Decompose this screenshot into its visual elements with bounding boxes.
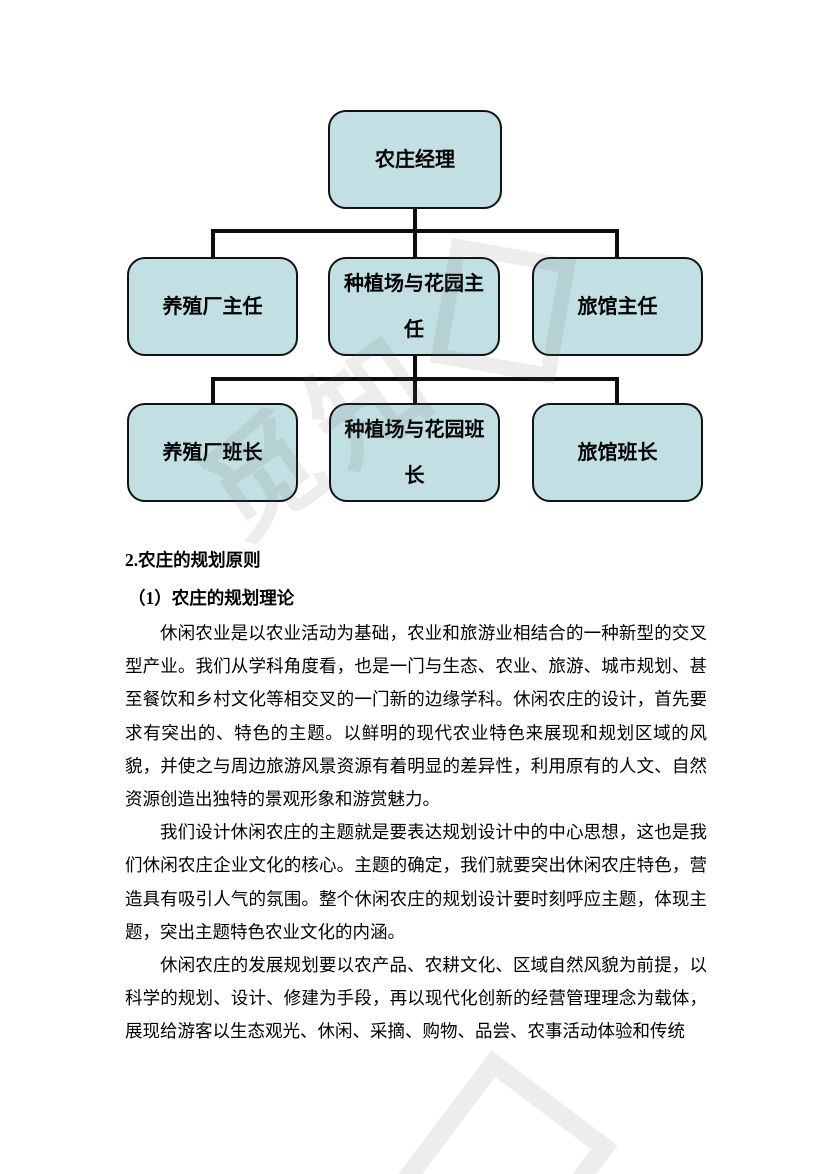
subsection-heading: （1）农庄的规划理论 bbox=[128, 588, 295, 608]
connector-level2-drop-middle bbox=[413, 233, 417, 257]
org-node-plantation-foreman[interactable]: 种植场与花园班长 bbox=[329, 403, 500, 502]
org-node-plantation-director[interactable]: 种植场与花园主任 bbox=[328, 257, 500, 356]
connector-level2-drop-right bbox=[615, 229, 619, 257]
watermark-bottom bbox=[396, 1050, 618, 1174]
paragraph-planning-theory-2: 我们设计休闲农庄的主题就是要表达规划设计中的中心思想，这也是我们休闲农庄企业文化… bbox=[125, 822, 707, 942]
connector-level2-drop-left bbox=[211, 229, 215, 257]
org-node-breeding-foreman[interactable]: 养殖厂班长 bbox=[127, 403, 298, 502]
connector-level3-drop-middle bbox=[413, 381, 417, 403]
paragraph-planning-theory-3: 休闲农庄的发展规划要以农产品、农耕文化、区域自然风貌为前提，以科学的规划、设计、… bbox=[125, 955, 707, 1042]
connector-level3-drop-right bbox=[615, 377, 619, 403]
org-node-hotel-foreman[interactable]: 旅馆班长 bbox=[532, 403, 703, 502]
document-body: 2.农庄的规划原则 （1）农庄的规划理论 休闲农业是以农业活动为基础，农业和旅游… bbox=[125, 541, 707, 1049]
connector-root-stem bbox=[413, 209, 417, 233]
org-node-farm-manager[interactable]: 农庄经理 bbox=[328, 110, 502, 209]
connector-middle-stem bbox=[413, 356, 417, 379]
org-node-breeding-director[interactable]: 养殖厂主任 bbox=[127, 257, 298, 356]
watermark-logo-diamond-icon bbox=[396, 1050, 618, 1174]
paragraph-planning-theory-1: 休闲农业是以农业活动为基础，农业和旅游业相结合的一种新型的交叉型产业。我们从学科… bbox=[125, 623, 707, 810]
connector-level3-drop-left bbox=[211, 377, 215, 403]
org-chart: 农庄经理 养殖厂主任 种植场与花园主任 旅馆主任 养殖厂班长 种植场与花园班长 … bbox=[0, 0, 830, 540]
connector-level3-bar bbox=[211, 377, 619, 381]
org-node-hotel-director[interactable]: 旅馆主任 bbox=[532, 257, 703, 356]
connector-level2-bar bbox=[211, 229, 619, 233]
section-heading: 2.农庄的规划原则 bbox=[125, 550, 261, 570]
